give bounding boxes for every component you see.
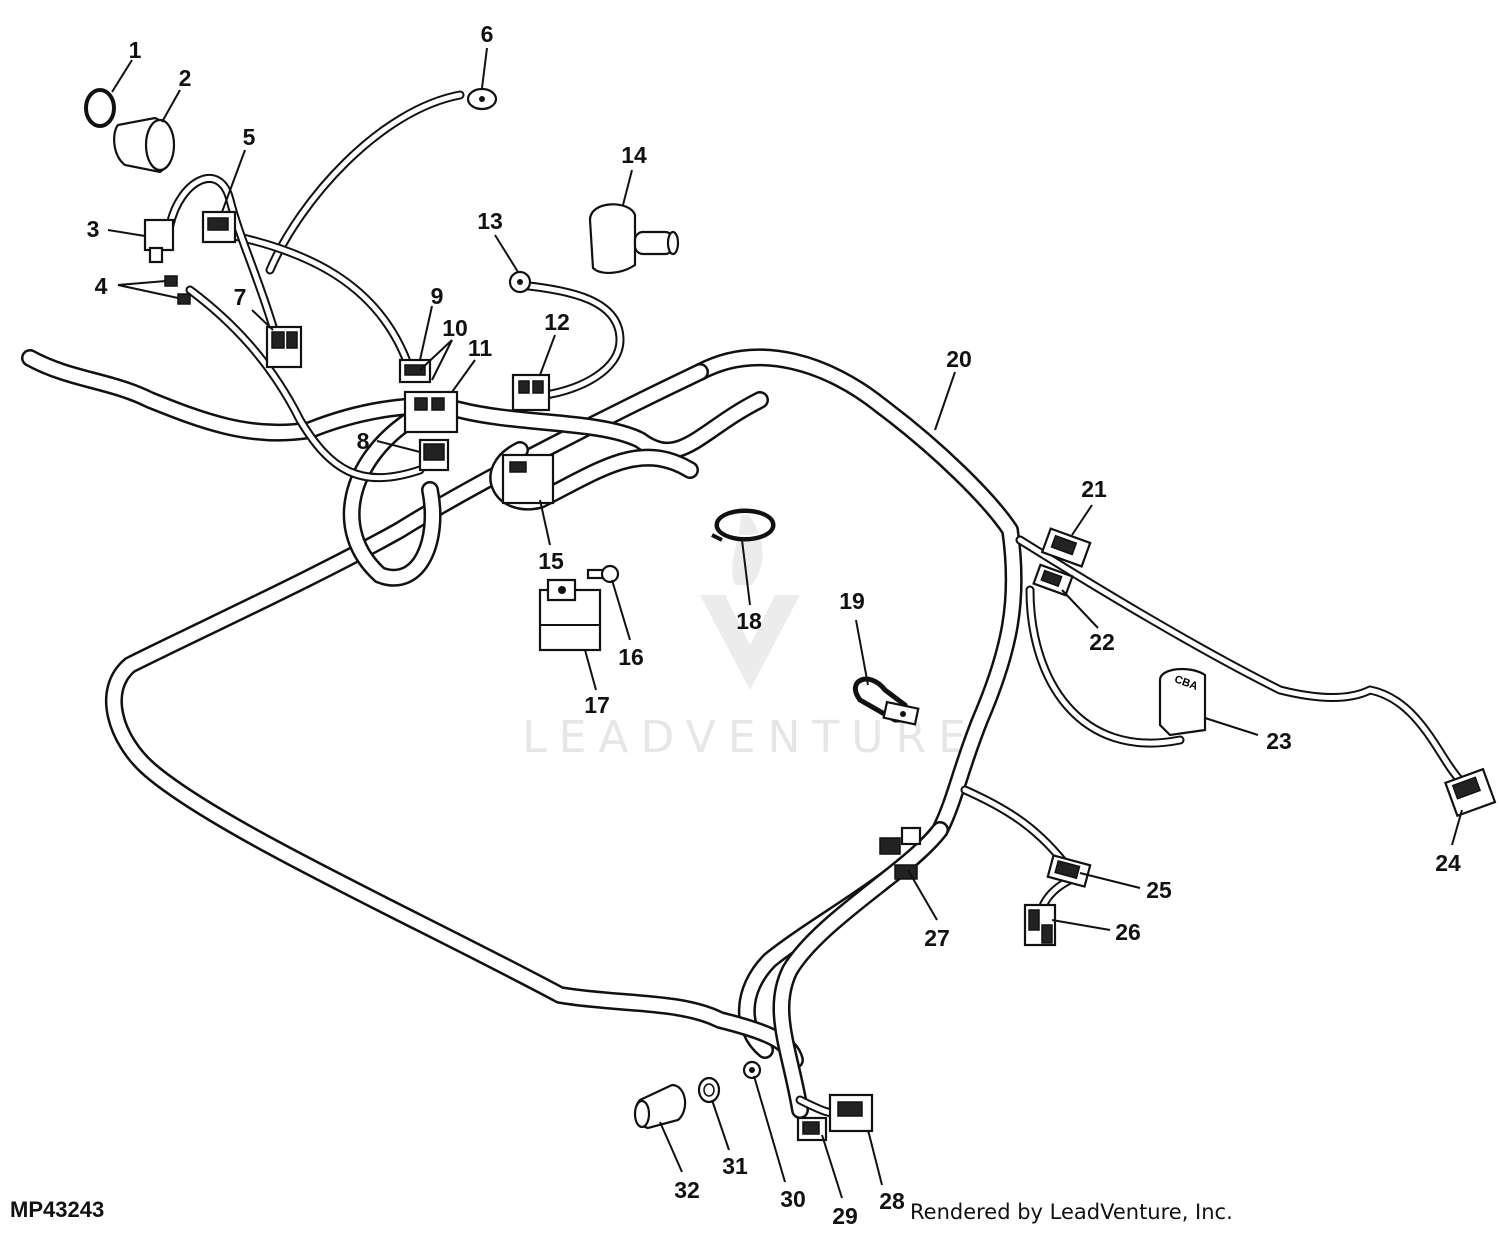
callout-27: 27 — [924, 925, 950, 951]
callout-labels: 1 2 3 4 5 6 7 8 9 10 11 12 13 14 15 16 1… — [87, 21, 1461, 1229]
callout-3: 3 — [87, 216, 100, 242]
callout-10: 10 — [442, 315, 468, 341]
callout-8: 8 — [357, 428, 370, 454]
part-30-washer — [742, 1060, 762, 1080]
callout-22: 22 — [1089, 629, 1115, 655]
callout-11: 11 — [468, 335, 493, 361]
callout-12: 12 — [544, 309, 570, 335]
callout-17: 17 — [584, 692, 610, 718]
callout-28: 28 — [879, 1188, 905, 1214]
part-3-connector — [143, 218, 175, 264]
part-15-relay-mount — [501, 453, 555, 505]
callout-24: 24 — [1435, 850, 1461, 876]
callout-29: 29 — [832, 1203, 858, 1229]
callout-2: 2 — [179, 65, 192, 91]
callout-15: 15 — [538, 548, 564, 574]
part-13-ring-terminal — [508, 270, 532, 294]
part-7-connector — [265, 325, 303, 369]
callout-26: 26 — [1115, 919, 1141, 945]
leader-lines — [107, 47, 1463, 1199]
part-32-boot — [633, 1083, 687, 1130]
callout-4: 4 — [95, 273, 108, 299]
part-25-connector — [1046, 854, 1092, 888]
callout-23: 23 — [1266, 728, 1292, 754]
callout-31: 31 — [722, 1153, 748, 1179]
part-12-connector — [511, 373, 551, 412]
callout-30: 30 — [780, 1186, 806, 1212]
part-1-ring — [84, 88, 116, 128]
part-21-connector — [1040, 527, 1092, 568]
part-17-relay — [538, 578, 602, 652]
callout-18: 18 — [736, 608, 762, 634]
part-24-connector — [1443, 767, 1497, 818]
part-11-relay-block — [403, 390, 459, 434]
part-29-connector — [796, 1116, 828, 1142]
callout-6: 6 — [481, 21, 494, 47]
part-8-connector — [418, 438, 450, 472]
callout-5: 5 — [243, 124, 256, 150]
callout-14: 14 — [621, 142, 647, 168]
part-9-connector — [398, 358, 432, 384]
part-22-connector — [1032, 563, 1074, 597]
callout-19: 19 — [839, 588, 865, 614]
part-2-boot — [113, 116, 176, 174]
part-31-nut — [697, 1076, 721, 1104]
callout-16: 16 — [618, 644, 644, 670]
part-14-boot — [588, 203, 680, 274]
part-18-cable-tie — [711, 508, 776, 542]
callout-20: 20 — [946, 346, 972, 372]
callout-1: 1 — [129, 37, 142, 63]
part-19-clamp — [852, 676, 920, 726]
part-28-connector — [828, 1093, 874, 1133]
branch-wires — [165, 90, 1465, 1120]
render-credit: Rendered by LeadVenture, Inc. — [910, 1200, 1233, 1224]
part-5-connector — [201, 210, 237, 244]
callout-9: 9 — [431, 283, 444, 309]
part-6-ring-terminal — [466, 87, 498, 111]
callout-21: 21 — [1081, 476, 1107, 502]
part-26-connector — [1023, 903, 1057, 947]
part-23-connector: CBA — [1158, 667, 1207, 737]
figure-id: MP43243 — [10, 1197, 105, 1222]
callout-13: 13 — [477, 208, 503, 234]
callout-32: 32 — [674, 1177, 700, 1203]
callout-25: 25 — [1146, 877, 1172, 903]
callout-7: 7 — [234, 284, 247, 310]
part-16-screw — [586, 564, 620, 584]
